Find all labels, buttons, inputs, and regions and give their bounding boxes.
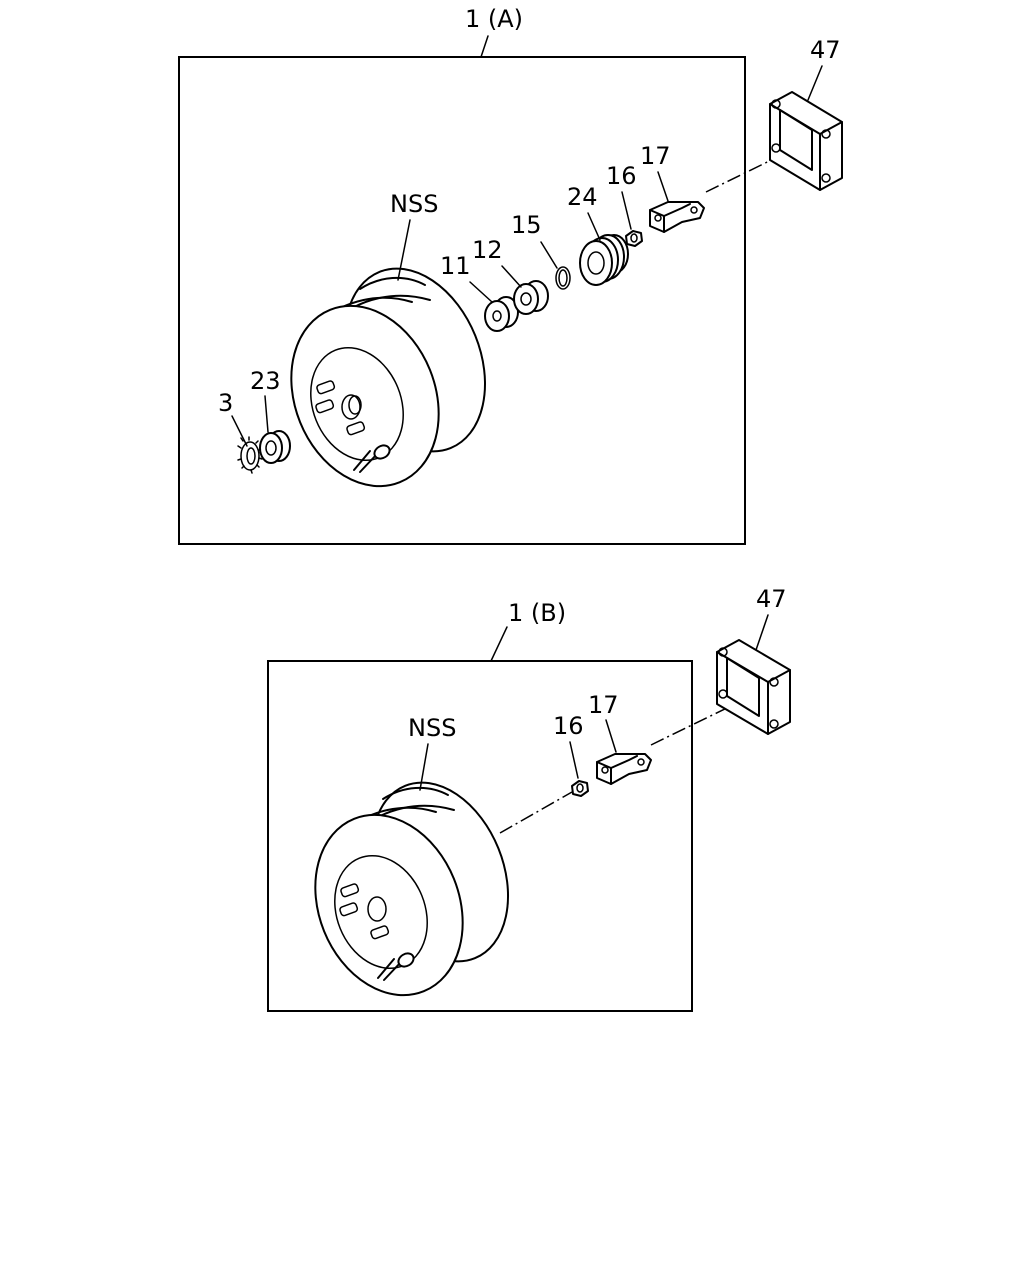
label-a-16: 16 [606,162,637,190]
label-b-nss: NSS [408,714,456,742]
label-a-15: 15 [511,211,542,239]
brake-booster-b [314,781,510,997]
label-b-47: 47 [756,585,787,613]
label-a-24: 24 [567,183,598,211]
part-16-nut-b [571,780,589,797]
group-a: 1 (A) 3 [178,5,843,545]
part-23-bushing [259,430,291,464]
brake-booster-a [290,267,486,488]
group-b-label: 1 (B) [508,599,566,627]
label-a-11: 11 [440,252,471,280]
label-b-16: 16 [553,712,584,740]
axis-line-b1 [499,791,573,834]
part-47-bracket [769,91,843,191]
axis-line-b2 [650,703,736,746]
group-b: 1 (B) 16 [267,585,791,1012]
part-15-snap-ring [555,266,571,290]
part-12-ring [513,280,549,315]
group-b-leader [490,626,508,662]
part-24-boot [579,234,629,286]
part-17-clevis-b [596,753,652,785]
group-b-frame [267,660,693,1012]
group-a-frame [178,56,746,545]
label-b-17: 17 [588,691,619,719]
part-3-lock-washer [237,436,263,474]
axis-line-a [705,145,801,193]
group-a-leader [480,35,489,58]
part-16-nut [625,230,643,247]
label-a-nss: NSS [390,190,438,218]
part-11-ring [484,296,519,332]
label-a-12: 12 [472,236,503,264]
label-a-47: 47 [810,36,841,64]
part-17-clevis [649,201,705,233]
label-a-3: 3 [218,389,233,417]
group-a-label: 1 (A) [465,5,523,33]
label-a-23: 23 [250,367,281,395]
label-a-17: 17 [640,142,671,170]
part-47-bracket-b [716,639,791,735]
